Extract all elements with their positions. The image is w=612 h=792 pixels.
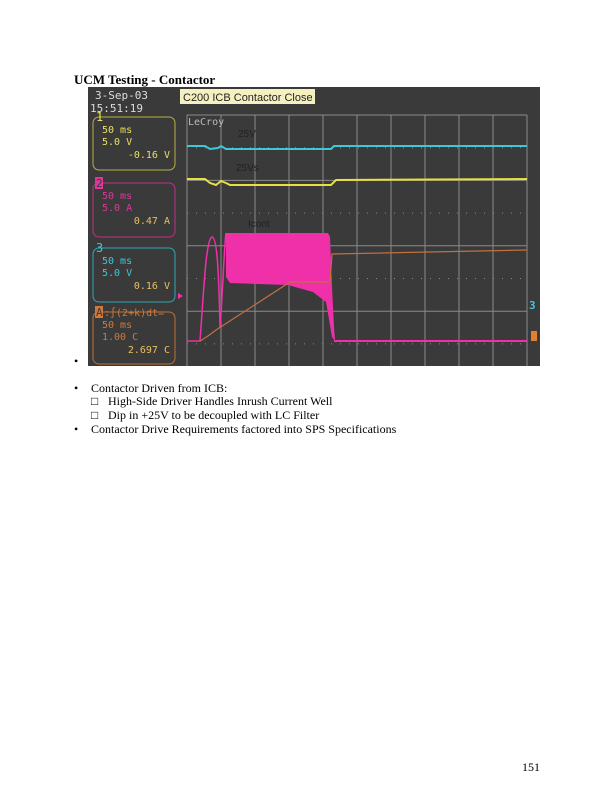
sub-bullet-item: □ Dip in +25V to be decoupled with LC Fil… bbox=[91, 408, 319, 423]
oscilloscope-screenshot: 3-Sep-03 15:51:19 C200 ICB Contactor Clo… bbox=[88, 87, 540, 366]
channel-2-panel: 2 50 ms 5.0 A 0.47 A bbox=[92, 177, 176, 238]
brand-logo: LeCroy bbox=[188, 117, 224, 128]
trace-icont bbox=[187, 232, 227, 342]
bullet-item: • Contactor Drive Requirements factored i… bbox=[74, 422, 396, 437]
svg-text:1: 1 bbox=[96, 110, 103, 124]
channel-1-panel: 1 50 ms 5.0 V -0.16 V bbox=[92, 110, 176, 171]
svg-text:50 ms: 50 ms bbox=[102, 191, 132, 202]
scope-date: 3-Sep-03 bbox=[95, 89, 148, 102]
label-25v: 25V bbox=[238, 129, 256, 140]
trace-25vs bbox=[187, 178, 528, 187]
trace-integral bbox=[199, 249, 528, 342]
svg-text:2: 2 bbox=[96, 177, 103, 190]
bullet-text: Contactor Driven from ICB: bbox=[91, 381, 228, 395]
scope-caption: C200 ICB Contactor Close bbox=[183, 92, 313, 104]
math-a-panel: A :∫(2+k)dt= 50 ms 1.00 C 2.697 C bbox=[92, 306, 176, 365]
svg-text::∫(2+k)dt=: :∫(2+k)dt= bbox=[104, 307, 164, 319]
trace-25v bbox=[187, 144, 527, 151]
svg-text:0.47 A: 0.47 A bbox=[134, 216, 170, 227]
caption-box bbox=[180, 89, 315, 104]
svg-text:1.00 C: 1.00 C bbox=[102, 332, 138, 343]
label-icont: Icont bbox=[248, 219, 270, 230]
bullet-dot: • bbox=[74, 422, 79, 436]
svg-text:50 ms: 50 ms bbox=[102, 256, 132, 267]
svg-text:50 ms: 50 ms bbox=[102, 125, 132, 136]
bullet-item: • Contactor Driven from ICB: bbox=[74, 381, 227, 396]
svg-text:5.0 V: 5.0 V bbox=[102, 137, 132, 148]
sub-bullet-text: High-Side Driver Handles Inrush Current … bbox=[108, 394, 333, 408]
sub-bullet-item: □ High-Side Driver Handles Inrush Current… bbox=[91, 394, 332, 409]
checkbox-icon: □ bbox=[91, 408, 99, 422]
svg-text:A: A bbox=[96, 306, 103, 319]
channel-3-marker: 3 bbox=[529, 299, 536, 312]
channel-1-marker bbox=[531, 331, 537, 341]
svg-text:0.16 V: 0.16 V bbox=[134, 281, 170, 292]
sub-bullet-text: Dip in +25V to be decoupled with LC Filt… bbox=[108, 408, 320, 422]
bullet-text: Contactor Drive Requirements factored in… bbox=[91, 422, 397, 436]
page-title: UCM Testing - Contactor bbox=[74, 72, 216, 87]
svg-text:2.697 C: 2.697 C bbox=[128, 345, 170, 356]
scope-time: 15:51:19 bbox=[90, 102, 143, 115]
trigger-level-marker bbox=[178, 293, 183, 299]
svg-text:5.0 V: 5.0 V bbox=[102, 268, 132, 279]
page-number: 151 bbox=[522, 760, 540, 774]
bullet-dot: • bbox=[74, 381, 79, 395]
channel-3-panel: 3 50 ms 5.0 V 0.16 V bbox=[92, 241, 176, 303]
trace-icont-fill bbox=[226, 233, 335, 341]
empty-bullet: • bbox=[74, 354, 79, 368]
svg-text:5.0 A: 5.0 A bbox=[102, 203, 132, 214]
svg-text:50 ms: 50 ms bbox=[102, 320, 132, 331]
svg-text:-0.16 V: -0.16 V bbox=[128, 150, 170, 161]
label-25vs: 25Vs bbox=[236, 163, 259, 174]
checkbox-icon: □ bbox=[91, 394, 99, 408]
svg-text:3: 3 bbox=[96, 241, 103, 255]
scope-display: 3-Sep-03 15:51:19 C200 ICB Contactor Clo… bbox=[90, 89, 537, 366]
